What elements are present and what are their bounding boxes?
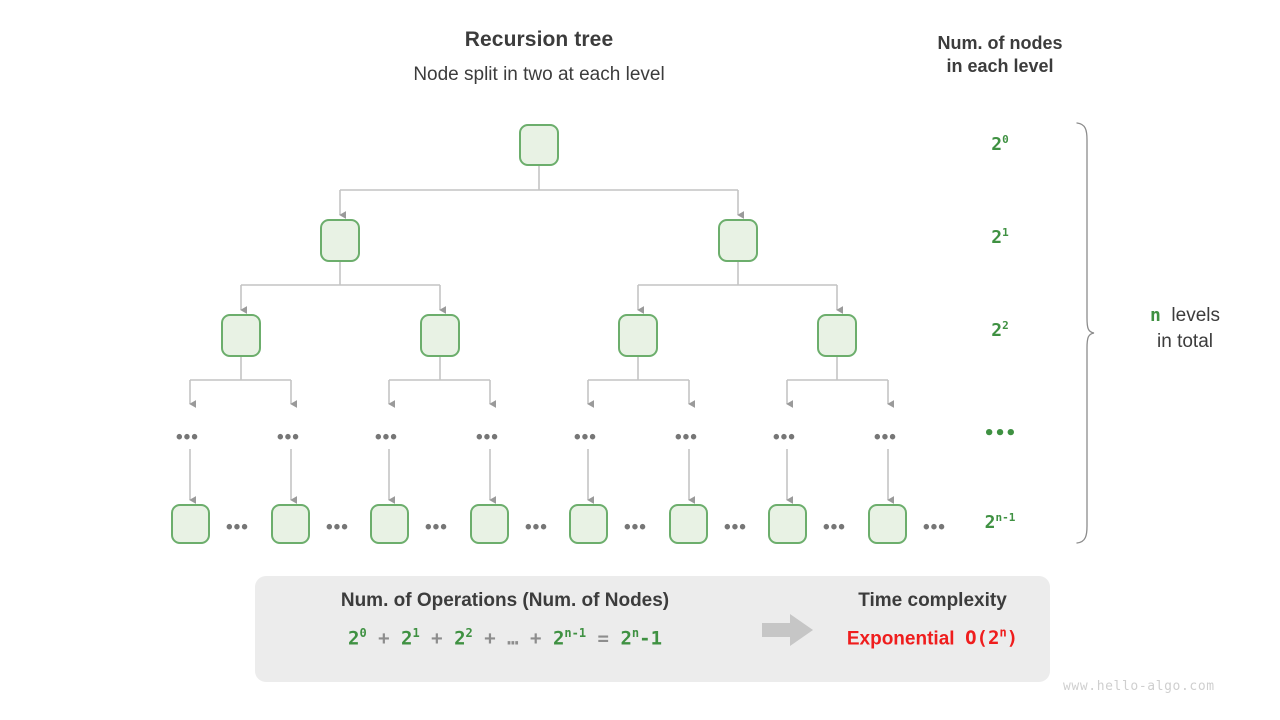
formula-op: + <box>378 627 390 650</box>
level-count-base-0: 2 <box>991 134 1003 155</box>
complexity-block: Time complexity Exponential O(2n) <box>815 590 1050 650</box>
tree-node <box>171 504 210 544</box>
bigo-suffix: ) <box>1006 627 1019 650</box>
formula-equals: = <box>597 627 609 650</box>
level-count-exp-1: 1 <box>1002 226 1009 239</box>
leaf-gap-ellipsis: ••• <box>823 517 846 538</box>
flow-arrow-icon <box>762 614 813 646</box>
formula-term: 2 <box>552 627 565 650</box>
level-count-base-3: ••• <box>983 423 1017 444</box>
brace-caption-word: levels <box>1171 305 1220 326</box>
tree-node <box>519 124 559 166</box>
bigo-exp: n <box>999 626 1007 640</box>
watermark: www.hello-algo.com <box>1063 679 1215 694</box>
level-count-ellipsis: ••• <box>940 425 1060 443</box>
level-count-exp-0: 0 <box>1002 133 1009 146</box>
level-count-exp-4: n-1 <box>995 511 1016 524</box>
level-ellipsis: ••• <box>176 427 199 448</box>
level-ellipsis: ••• <box>277 427 300 448</box>
summary-panel: Num. of Operations (Num. of Nodes) 20 + … <box>255 576 1050 682</box>
levels-brace <box>1076 122 1095 544</box>
formula-op: + <box>431 627 443 650</box>
page-subtitle: Node split in two at each level <box>413 64 665 85</box>
brace-caption: n levels in total <box>1100 303 1270 354</box>
node-count-column-header-line1: Num. of nodes <box>937 33 1063 53</box>
tree-node <box>221 314 261 357</box>
level-ellipsis: ••• <box>574 427 597 448</box>
formula-exp: 0 <box>359 626 367 640</box>
level-ellipsis: ••• <box>375 427 398 448</box>
level-count-2: 22 <box>940 320 1060 340</box>
leaf-gap-ellipsis: ••• <box>525 517 548 538</box>
formula-term: 2 <box>401 627 413 650</box>
formula-exp: 2 <box>465 626 473 640</box>
tree-node <box>271 504 310 544</box>
tree-node <box>817 314 857 357</box>
leaf-gap-ellipsis: ••• <box>326 517 349 538</box>
complexity-heading: Time complexity <box>858 590 1007 611</box>
leaf-gap-ellipsis: ••• <box>724 517 747 538</box>
formula-op: + <box>530 627 542 650</box>
level-count-0: 20 <box>940 134 1060 154</box>
leaf-gap-ellipsis: ••• <box>226 517 249 538</box>
tree-node <box>768 504 807 544</box>
leaf-gap-ellipsis: ••• <box>425 517 448 538</box>
formula-exp: 1 <box>412 626 420 640</box>
complexity-word: Exponential <box>846 628 955 650</box>
complexity-bigo: O(2n) <box>965 626 1019 650</box>
formula-ellipsis: … <box>507 627 519 650</box>
tree-node <box>420 314 460 357</box>
brace-caption-line1: n levels <box>1100 303 1270 329</box>
leaf-gap-ellipsis: ••• <box>923 517 946 538</box>
level-count-4: 2n-1 <box>940 512 1060 532</box>
level-count-base-4: 2 <box>984 512 996 533</box>
operations-formula: 20 + 21 + 22 + … + 2n-1 = 2n-1 <box>255 626 755 649</box>
leaf-gap-ellipsis: ••• <box>624 517 647 538</box>
complexity-verdict: Exponential O(2n) <box>815 626 1050 650</box>
brace-variable: n <box>1150 305 1161 326</box>
formula-term: 2 <box>454 627 466 650</box>
node-count-column-header-line2: in each level <box>946 56 1054 77</box>
level-count-base-2: 2 <box>991 320 1003 341</box>
tree-node <box>370 504 409 544</box>
level-count-base-1: 2 <box>991 227 1003 248</box>
tree-node <box>669 504 708 544</box>
level-ellipsis: ••• <box>675 427 698 448</box>
formula-term: 2 <box>620 627 632 650</box>
operations-heading: Num. of Operations (Num. of Nodes) <box>340 590 670 611</box>
tree-node <box>470 504 509 544</box>
formula-tail: -1 <box>639 627 663 650</box>
level-count-1: 21 <box>940 227 1060 247</box>
level-ellipsis: ••• <box>874 427 897 448</box>
tree-node <box>618 314 658 357</box>
page-title: Recursion tree <box>464 28 614 51</box>
level-count-exp-2: 2 <box>1002 319 1009 332</box>
formula-exp: n-1 <box>564 626 587 640</box>
tree-node <box>320 219 360 262</box>
level-ellipsis: ••• <box>476 427 499 448</box>
formula-exp: n <box>631 626 640 640</box>
formula-term: 2 <box>347 627 360 650</box>
tree-node <box>718 219 758 262</box>
formula-op: + <box>484 627 496 650</box>
operations-block: Num. of Operations (Num. of Nodes) 20 + … <box>255 590 755 649</box>
brace-caption-line2: in total <box>1157 330 1213 352</box>
node-count-column-header: Num. of nodes in each level <box>900 32 1100 78</box>
tree-node <box>868 504 907 544</box>
tree-node <box>569 504 608 544</box>
level-ellipsis: ••• <box>773 427 796 448</box>
bigo-prefix: O(2 <box>965 627 1000 650</box>
